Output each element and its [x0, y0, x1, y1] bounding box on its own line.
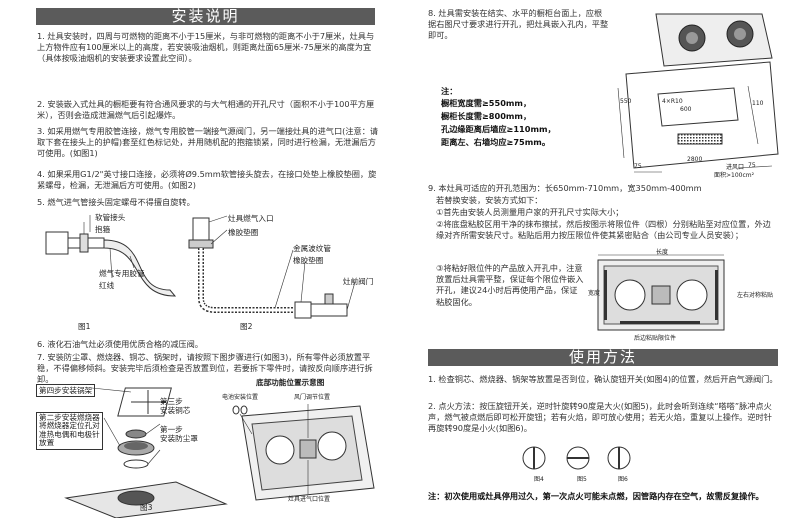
- use-2: 2. 点火方法：按压旋钮开关，逆时针旋转90度是大火(如图5)，此时会听到连续“…: [428, 401, 772, 434]
- note-3: 孔边缘距离后墙应≥110mm，: [441, 124, 556, 134]
- dim-vent-area: 面积>100cm²: [714, 172, 755, 179]
- notes-label: 注：: [441, 86, 458, 96]
- fig3-step-1: 第一步 安装防尘罩: [160, 425, 198, 443]
- fig9-rear: 后边粘贴限位件: [634, 335, 677, 342]
- item-9-line-3: ①首先由安装人员测量用户家的开孔尺寸实际大小；: [436, 207, 624, 217]
- item-9-line-5: ③将粘好限位件的产品放入开孔中，注意放置后灶具需平整，保证每个限位件嵌入开孔，建…: [436, 263, 584, 307]
- item-2: 2. 安装嵌入式灶具的橱柜要有符合通风要求的与大气相通的开孔尺寸（面积不小于10…: [37, 99, 375, 121]
- item-4: 4. 如果采用G1/2"英寸接口连接，必须将Ø9.5mm软管接头旋去，在接口处垫…: [37, 169, 377, 191]
- figure-1-hose-diagram: [45, 215, 177, 297]
- fig1-caption: 图1: [78, 322, 91, 331]
- fig2-label-gas-inlet: 灶具燃气入口: [228, 214, 274, 223]
- item-8: 8. 灶具需安装在结实、水平的橱柜台面上，应根据右图尺寸要求进行开孔，把灶具嵌入…: [428, 8, 609, 41]
- bottom-schematic-title: 底部功能位置示意图: [256, 378, 325, 387]
- dim-110: 110: [752, 100, 764, 107]
- bottom-label-gas-inlet: 灶具进气口位置: [288, 496, 331, 503]
- fig2-caption: 图2: [240, 322, 253, 331]
- right-section-title: 使用方法: [428, 349, 778, 366]
- item-9-line-1: 9. 本灶具可适应的开孔范围为：长650mm-710mm，宽350mm-400m…: [428, 183, 702, 193]
- note-4: 距离左、右墙均应≥75mm。: [441, 137, 551, 147]
- dim-550: 550: [620, 98, 632, 105]
- fig9-length: 长度: [656, 249, 669, 256]
- bottom-label-battery: 电池安装位置: [222, 394, 259, 401]
- knob-fig4-caption: 图4: [534, 476, 544, 483]
- item-5: 5. 燃气进气管接头固定螺母不得擅自旋转。: [37, 197, 195, 207]
- fig1-label-clamp: 抱箍: [95, 225, 111, 234]
- note-1: 橱柜宽度需≥550mm，: [441, 98, 532, 108]
- note-2: 橱柜长度需≥800mm，: [441, 111, 532, 121]
- knob-fig5-icon: [566, 446, 590, 470]
- fig1-label-hose-joint: 软管接头: [95, 213, 126, 222]
- item-7: 7. 安装防尘罩、燃烧器、铜芯、锅架时，请按照下图步骤进行(如图3)，所有零件必…: [37, 352, 373, 385]
- item-1: 1. 灶具安装时，四周与可燃物的距离不小于15厘米，与非可燃物的距离不小于7厘米…: [37, 31, 375, 64]
- fig9-symmetric: 左右对称粘贴: [737, 292, 774, 299]
- dim-75-right: 75: [748, 162, 756, 169]
- knob-fig5-caption: 图5: [577, 476, 587, 483]
- fig3-step-3: 第三步 安装铜芯: [160, 397, 191, 415]
- item-6: 6. 液化石油气灶必须使用优质合格的减压阀。: [37, 339, 203, 349]
- knob-fig6-icon: [607, 446, 631, 470]
- fig3-caption: 图3: [140, 503, 153, 512]
- figure-3-assembly-diagram: [64, 387, 228, 518]
- bottom-schematic-diagram: [232, 404, 375, 501]
- item-9-line-2: 若替换安装，安装方式如下：: [436, 195, 543, 205]
- fig2-label-gasket-1: 橡胶垫圈: [228, 228, 259, 237]
- dim-radius: 4×R10: [662, 98, 683, 105]
- fig3-step-2: 第二步安装燃烧器 将燃烧器定位孔对 准热电偶和电极针 放置: [36, 412, 103, 450]
- cabinet-cutout-diagram: [617, 13, 779, 173]
- use-1: 1. 检查铜芯、燃烧器、锅架等放置是否到位，确认旋钮开关(如图4)的位置，然后开…: [428, 374, 778, 384]
- fig3-step-4: 第四步安装锅架: [36, 384, 96, 397]
- fig9-width: 宽度: [588, 290, 601, 297]
- fig1-label-gas-hose: 燃气专用胶管: [99, 269, 145, 278]
- dim-600: 600: [680, 106, 692, 113]
- fig2-label-metal-pipe: 金属波纹管: [293, 244, 331, 253]
- left-section-title: 安装说明: [36, 8, 375, 25]
- knob-fig6-caption: 图6: [618, 476, 628, 483]
- fig2-label-gasket-2: 橡胶垫圈: [293, 256, 324, 265]
- item-9-line-4: ②将底盘粘胶区用干净的抹布擦拭，然后按图示将限位件（四根）分别粘贴至对应位置，外…: [436, 219, 771, 241]
- dim-2800: 2800: [687, 156, 703, 163]
- figure-2-pipe-diagram: [188, 215, 356, 319]
- fig1-label-red-line: 红线: [99, 281, 115, 290]
- fig2-label-valve: 灶前阀门: [343, 277, 374, 286]
- dim-vent-label: 进风口: [726, 164, 745, 171]
- item-3: 3. 如采用燃气专用胶管连接，燃气专用胶管一端接气源阀门，另一端接灶具的进气口(…: [37, 126, 379, 159]
- knob-fig4-icon: [522, 446, 546, 470]
- dim-75-left: 75: [634, 163, 642, 170]
- limiter-placement-diagram: [597, 254, 725, 331]
- bottom-label-air-damper: 风门调节位置: [294, 394, 331, 401]
- final-note: 注：初次使用或灶具停用过久，第一次点火可能未点燃，因管路内存在空气，故需反复操作…: [428, 491, 764, 501]
